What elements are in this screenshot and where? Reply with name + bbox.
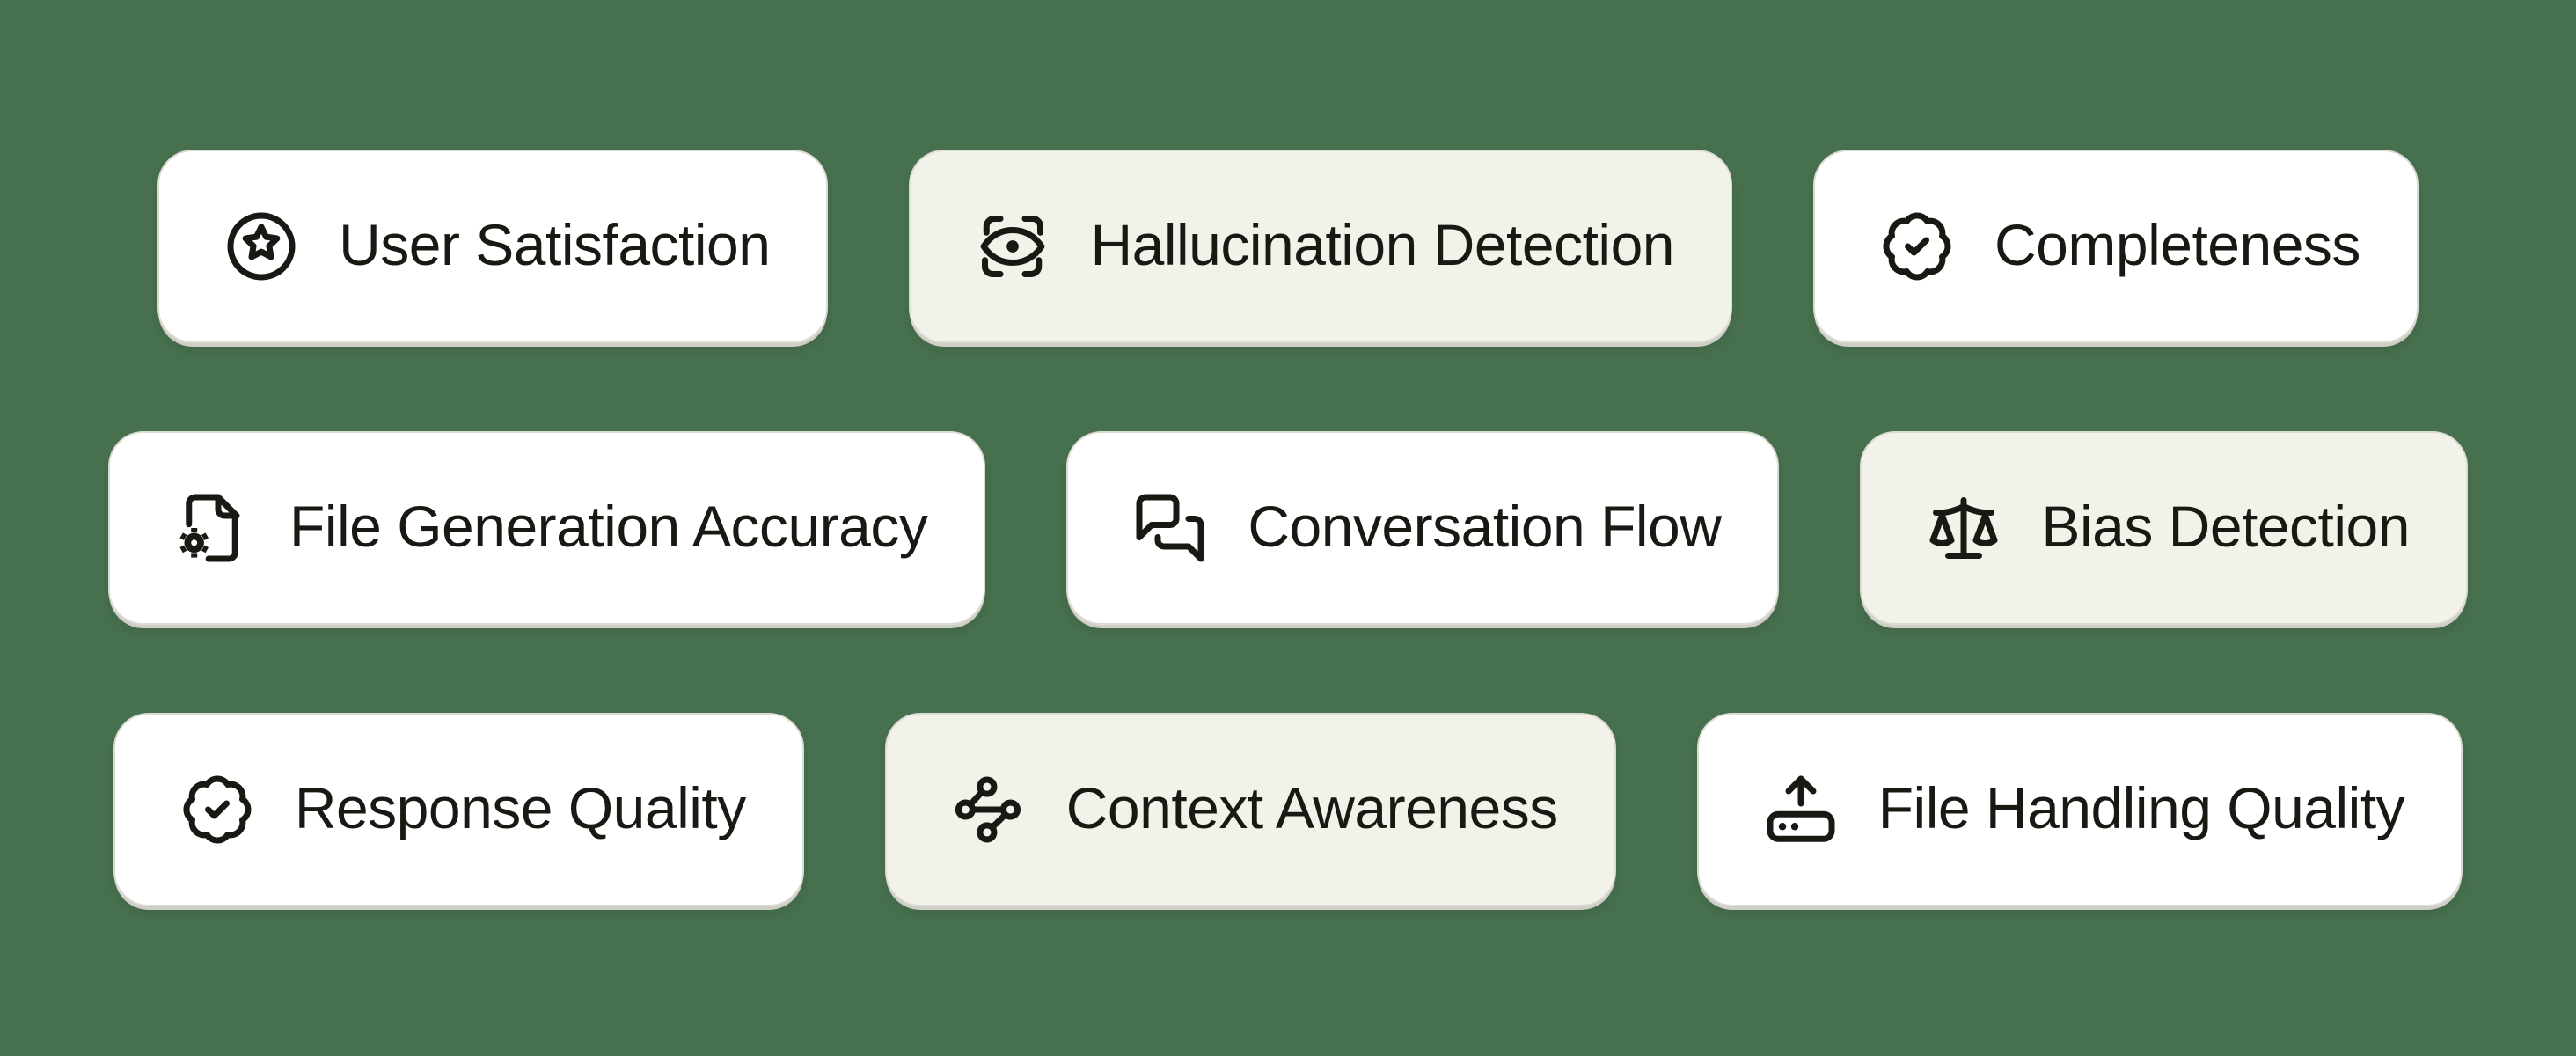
metric-card-context-awareness[interactable]: Context Awareness <box>884 713 1616 906</box>
scale-icon <box>1927 491 2001 565</box>
metric-card-label: Context Awareness <box>1065 775 1558 840</box>
metric-card-response-quality[interactable]: Response Quality <box>113 713 804 906</box>
metric-card-label: File Generation Accuracy <box>289 494 928 559</box>
scan-eye-icon <box>976 209 1050 283</box>
metric-card-label: Conversation Flow <box>1248 494 1722 559</box>
metric-card-label: Bias Detection <box>2041 494 2410 559</box>
metric-card-file-generation-accuracy[interactable]: File Generation Accuracy <box>108 431 986 625</box>
metric-card-label: Response Quality <box>294 775 746 840</box>
metric-card-label: Completeness <box>1994 212 2360 277</box>
messages-square-icon <box>1133 491 1207 565</box>
metric-card-user-satisfaction[interactable]: User Satisfaction <box>157 150 829 343</box>
metric-card-hallucination-detection[interactable]: Hallucination Detection <box>909 150 1733 343</box>
chip-row-1: User Satisfaction Hallucination Detectio… <box>157 150 2419 343</box>
chip-row-2: File Generation Accuracy Conversation Fl… <box>108 431 2468 625</box>
star-circle-icon <box>224 209 298 283</box>
metric-card-bias-detection[interactable]: Bias Detection <box>1860 431 2468 625</box>
badge-check-icon <box>180 773 254 847</box>
metric-card-conversation-flow[interactable]: Conversation Flow <box>1066 431 1780 625</box>
metric-card-label: File Handling Quality <box>1877 775 2405 840</box>
metric-card-completeness[interactable]: Completeness <box>1813 150 2419 343</box>
metric-card-file-handling-quality[interactable]: File Handling Quality <box>1696 713 2463 906</box>
chip-row-3: Response Quality Context Awareness <box>113 713 2463 906</box>
hard-drive-upload-icon <box>1764 773 1838 847</box>
file-cog-icon <box>175 491 249 565</box>
metric-card-label: User Satisfaction <box>339 212 771 277</box>
badge-check-icon <box>1880 209 1954 283</box>
metric-card-label: Hallucination Detection <box>1090 212 1675 277</box>
waypoints-icon <box>952 773 1026 847</box>
